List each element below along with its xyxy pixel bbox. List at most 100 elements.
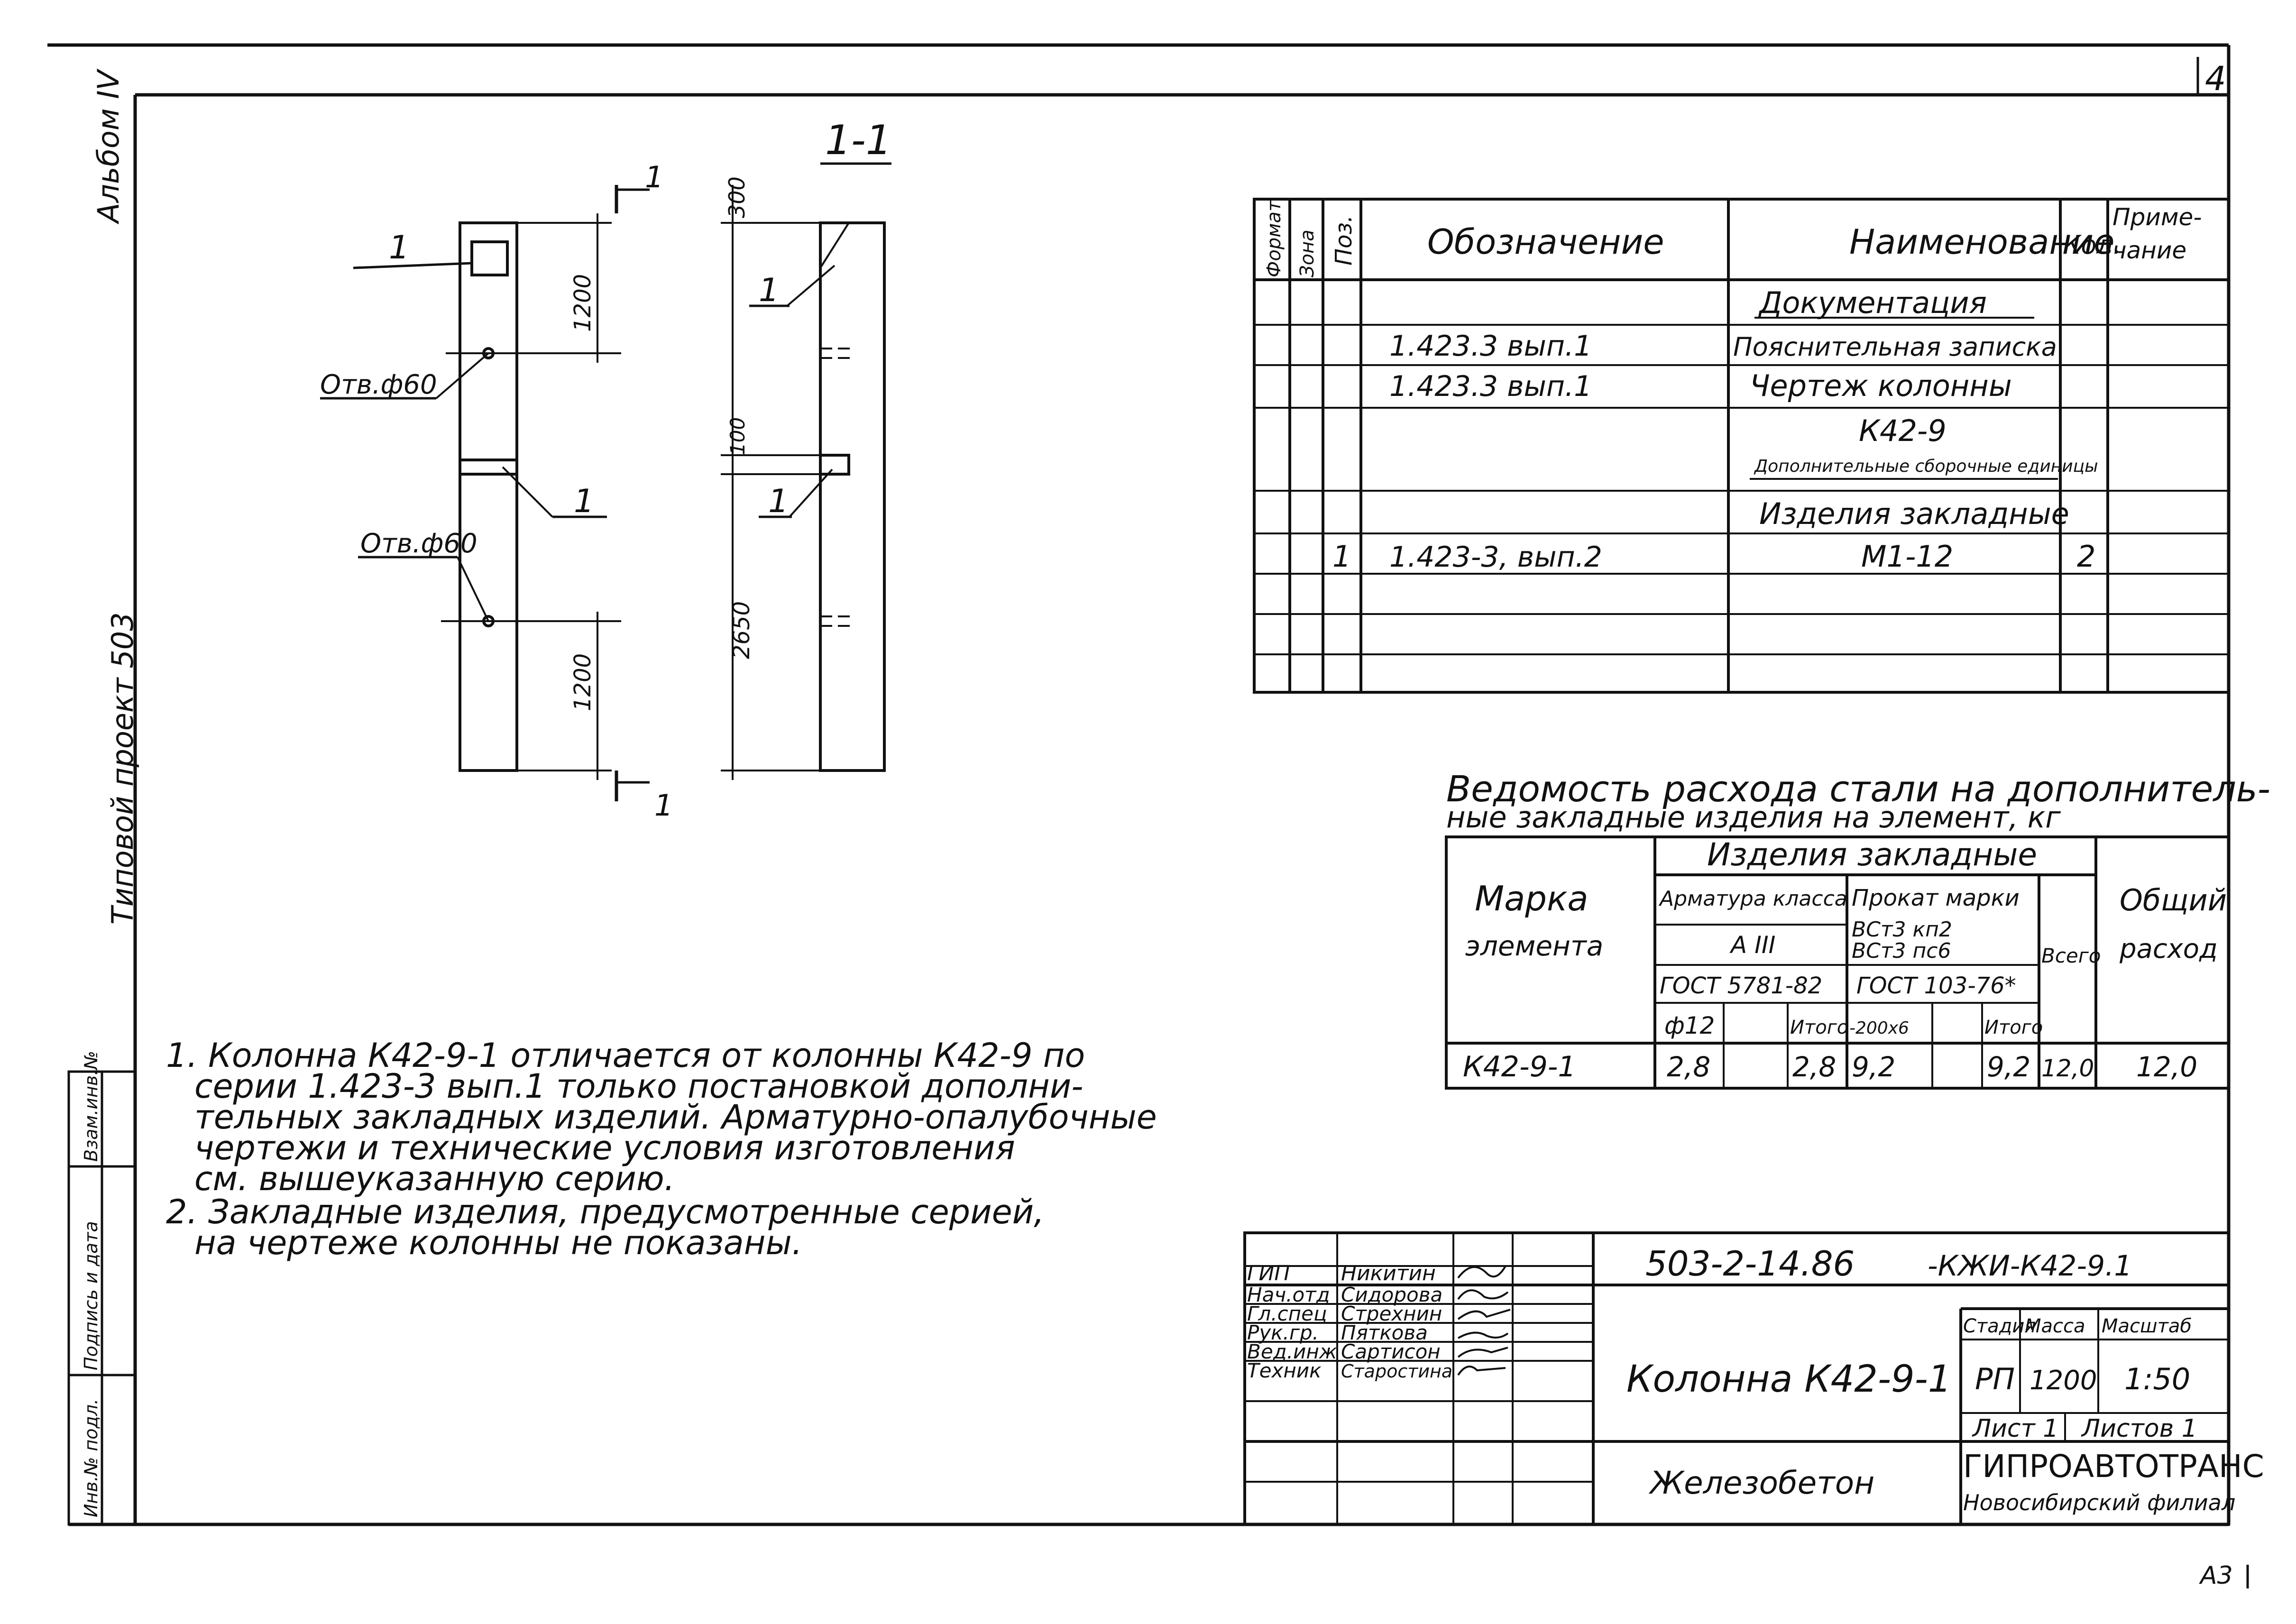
tb-role-3: Рук.гр. [1247, 1321, 1319, 1344]
tb-h-scale: Масштаб [2102, 1315, 2192, 1337]
hole-label-1: Отв.ф60 [320, 369, 437, 400]
spec-h-name: Наименование [1849, 222, 2115, 262]
callout-1-sec-mid: 1 [768, 483, 789, 520]
spec-table-grid [1253, 198, 2230, 694]
spec-h-zone: Зона [1296, 229, 1318, 277]
spec-h-note2: чание [2112, 237, 2186, 264]
steel-row-itogo2: 9,2 [1987, 1051, 2030, 1083]
callout-1-mid: 1 [574, 483, 594, 520]
tb-role-1: Нач.отд [1247, 1283, 1330, 1306]
spec-h-pos: Поз. [1331, 215, 1357, 266]
signatures [1457, 1265, 1511, 1376]
note-line-4: чертежи и технические условия изготовлен… [194, 1129, 1015, 1167]
tb-name-5: Старостина [1341, 1361, 1452, 1382]
steel-row-total: 12,0 [2136, 1051, 2197, 1083]
project-label: Типовой проект 503 [105, 612, 140, 925]
note-line-3: тельных закладных изделий. Арматурно-опа… [194, 1098, 1157, 1137]
steel-h-phi12: ф12 [1664, 1012, 1715, 1039]
spec-row-5-pos: 1 [1332, 539, 1351, 574]
steel-row-mark: К42-9-1 [1463, 1050, 1576, 1083]
spec-row-5-qty: 2 [2077, 539, 2095, 574]
tb-mass: 1200 [2030, 1365, 2097, 1396]
tb-name-0: Никитин [1341, 1261, 1436, 1285]
hole-label-2: Отв.ф60 [360, 528, 478, 559]
steel-h-mark-1: Марка [1475, 879, 1589, 918]
tb-material: Железобетон [1648, 1465, 1874, 1501]
tb-name-4: Сартисон [1341, 1340, 1441, 1363]
steel-h-rolled-grade-1: ВСт3 кп2 [1852, 918, 1952, 942]
note-line-7: на чертеже колонны не показаны. [194, 1223, 802, 1262]
spec-row-5-designation: 1.423-3, вып.2 [1389, 541, 1602, 574]
dim-300: 300 [724, 176, 750, 218]
spec-row-5-name: М1-12 [1861, 539, 1953, 574]
steel-h-rolled-grade-2: ВСт3 пс6 [1852, 939, 1951, 963]
column-section-view [721, 162, 891, 780]
section-title: 1-1 [825, 117, 891, 164]
steel-title-2: ные закладные изделия на элемент, кг [1446, 800, 2061, 835]
note-line-5: см. вышеуказанную серию. [194, 1159, 675, 1198]
tb-sheet: Лист 1 [1972, 1414, 2058, 1443]
spec-row-doc-name: Документация [1758, 285, 1987, 320]
steel-h-itogo-2: Итого [1984, 1017, 2043, 1038]
steel-h-rebar-class: А III [1729, 931, 1775, 959]
spec-row-2-name: Чертеж колонны [1750, 368, 2012, 403]
album-label: Альбом IV [91, 68, 126, 225]
callout-1-sec-top: 1 [759, 272, 779, 309]
steel-row-strip: 9,2 [1852, 1051, 1895, 1083]
stamp-inv: Инв.№ подл. [81, 1399, 101, 1517]
spec-h-format: Формат [1263, 200, 1285, 277]
steel-h-rebar-gost: ГОСТ 5781-82 [1660, 973, 1822, 999]
steel-h-mark-2: элемента [1465, 930, 1603, 962]
tb-role-5: Техник [1247, 1359, 1322, 1382]
steel-row-itogo1: 2,8 [1792, 1051, 1836, 1083]
note-line-6: 2. Закладные изделия, предусмотренные се… [166, 1193, 1044, 1231]
section-mark-bottom: 1 [654, 788, 673, 823]
sheet-number: 4 [2205, 59, 2226, 98]
tb-object-name: Колонна К42-9-1 [1626, 1358, 1951, 1401]
tb-name-3: Пяткова [1341, 1321, 1428, 1344]
steel-title-1: Ведомость расхода стали на дополнитель- [1446, 768, 2270, 810]
spec-row-2-designation: 1.423.3 вып.1 [1389, 370, 1592, 403]
dim-100: 100 [726, 417, 749, 455]
section-mark-top: 1 [645, 160, 663, 194]
steel-table-grid [1445, 835, 2230, 1090]
steel-h-200x6: -200х6 [1849, 1018, 1909, 1038]
steel-h-rolled: Прокат марки [1852, 885, 2020, 911]
tb-h-mass: Масса [2025, 1315, 2085, 1337]
steel-h-total-2: расход [2119, 934, 2218, 964]
note-line-1: 1. Колонна К42-9-1 отличается от колонны… [166, 1036, 1085, 1075]
steel-h-total-1: Общий [2120, 883, 2227, 918]
tb-name-1: Сидорова [1341, 1283, 1442, 1306]
side-stamp [67, 1070, 137, 1526]
steel-h-rebar: Арматура класса [1658, 887, 1847, 911]
spec-row-3-name2: Дополнительные сборочные единицы [1754, 457, 2098, 476]
dim-1200-bottom: 1200 [569, 653, 596, 711]
spec-row-3-name: К42-9 [1859, 413, 1947, 448]
tb-h-stage: Стадия [1963, 1315, 2036, 1337]
stamp-sign: Подпись и дата [81, 1221, 101, 1370]
steel-row-phi12: 2,8 [1667, 1051, 1710, 1083]
tb-name-2: Стрехнин [1341, 1302, 1442, 1325]
tb-doc-code: 503-2-14.86 [1645, 1244, 1855, 1284]
tb-role-4: Вед.инж [1247, 1340, 1337, 1363]
note-line-2: серии 1.423-3 вып.1 только постановкой д… [194, 1067, 1083, 1106]
stamp-replace: Взам.инв.№ [81, 1051, 101, 1162]
steel-h-rolled-gost: ГОСТ 103-76* [1856, 973, 2016, 999]
spec-row-4-name: Изделия закладные [1759, 496, 2069, 531]
spec-row-1-designation: 1.423.3 вып.1 [1389, 330, 1592, 363]
footer-marks: A3 [2199, 1561, 2233, 1590]
spec-h-note: Приме- [2112, 203, 2202, 231]
tb-role-2: Гл.спец [1247, 1302, 1327, 1325]
column-front-view [320, 185, 650, 801]
steel-h-total-items: Всего [2041, 944, 2101, 967]
steel-h-itogo-1: Итого [1790, 1017, 1848, 1038]
dim-1200-top: 1200 [569, 274, 596, 332]
tb-stage: РП [1975, 1362, 2015, 1396]
tb-role-0: ГИП [1247, 1261, 1290, 1285]
title-block-grid [1243, 1231, 2230, 1526]
tb-doc-code-suffix: -КЖИ-К42-9.1 [1928, 1249, 2132, 1283]
steel-h-items: Изделия закладные [1707, 836, 2037, 873]
dim-2650: 2650 [728, 601, 755, 659]
spec-h-designation: Обозначение [1427, 222, 1664, 262]
